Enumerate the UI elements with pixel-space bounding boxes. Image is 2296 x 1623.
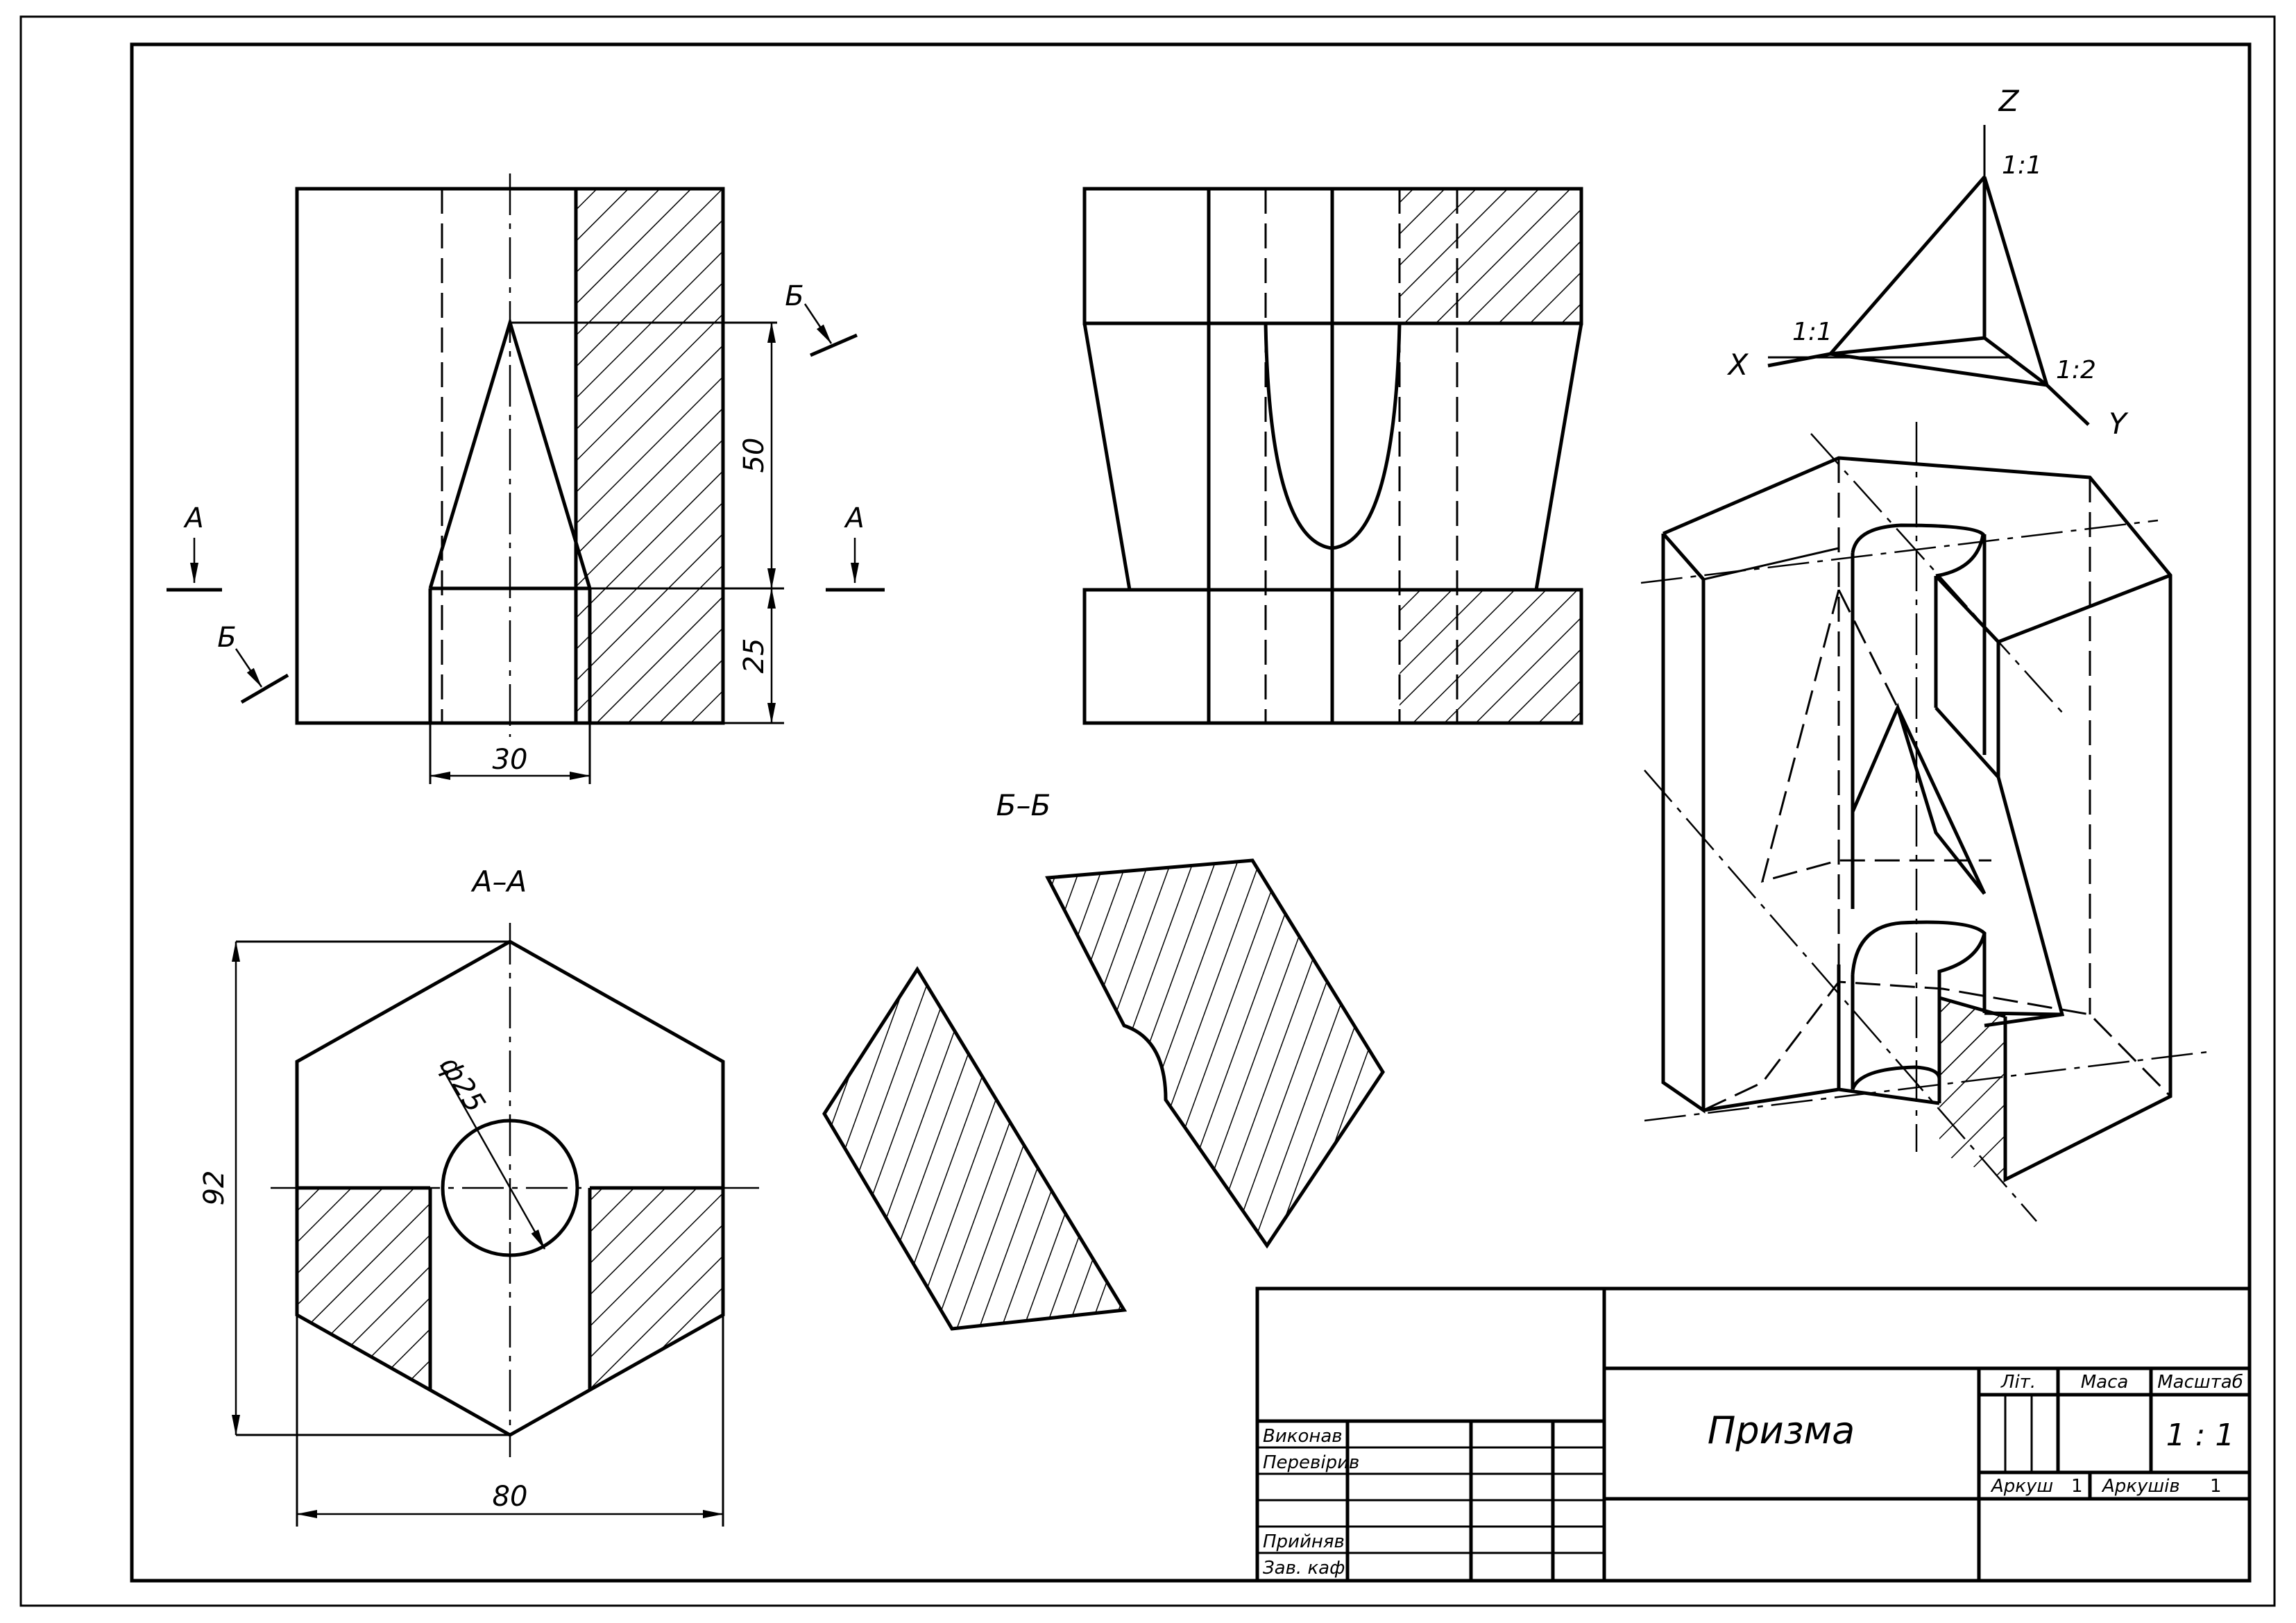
mark-a-right: А	[843, 502, 864, 534]
dim-hole-diameter: ф25	[433, 1051, 491, 1119]
scale-value: 1 : 1	[2166, 1418, 2235, 1453]
axis-x-label: X	[1727, 348, 1749, 382]
header-scale: Масштаб	[2157, 1372, 2243, 1393]
label-checked: Перевірив	[1263, 1452, 1359, 1473]
axis-y-label: Y	[2109, 407, 2129, 441]
dim-80: 80	[493, 1481, 528, 1513]
label-head-of-dept: Зав. каф.	[1263, 1558, 1351, 1579]
dim-30: 30	[493, 744, 528, 776]
section-aa: ф25 92 80	[198, 923, 763, 1527]
header-lit: Літ.	[2000, 1372, 2036, 1393]
value-sheet: 1	[2071, 1476, 2083, 1497]
mark-b-right: Б	[785, 280, 803, 312]
dim-25: 25	[738, 638, 770, 674]
ratio-x: 1:1	[1792, 318, 1832, 346]
dim-50: 50	[738, 438, 770, 473]
label-sheet: Аркуш	[1990, 1476, 2053, 1497]
mark-a-left: А	[182, 502, 203, 534]
value-sheets: 1	[2210, 1476, 2222, 1497]
outer-trim-border	[19, 15, 2276, 1607]
front-view-dimensions: 50 25 30	[429, 322, 784, 784]
header-mass: Маса	[2081, 1372, 2129, 1393]
side-view	[1082, 187, 1583, 725]
isometric-view	[1640, 422, 2214, 1222]
section-aa-title: А–А	[470, 865, 527, 899]
title-block: Призма Виконав Перевірив Прийняв Зав. ка…	[1255, 1286, 2252, 1583]
ratio-z: 1:1	[2002, 151, 2042, 180]
ratio-y: 1:2	[2056, 356, 2096, 384]
axis-z-label: Z	[1998, 84, 2020, 118]
mark-b-left: Б	[217, 622, 236, 654]
section-bb	[822, 858, 1385, 1331]
section-markers: А А Б Б	[167, 280, 885, 704]
label-sheets: Аркушів	[2101, 1476, 2180, 1497]
dim-92: 92	[198, 1171, 230, 1206]
title-text: Призма	[1708, 1409, 1855, 1452]
front-view	[295, 173, 777, 737]
section-bb-title: Б–Б	[996, 788, 1051, 822]
axonometric-axes: Z X Y 1:1 1:1 1:2	[1727, 84, 2129, 441]
label-approved: Прийняв	[1263, 1531, 1345, 1552]
label-executed: Виконав	[1263, 1426, 1343, 1447]
drawing-frame	[130, 42, 2252, 1583]
